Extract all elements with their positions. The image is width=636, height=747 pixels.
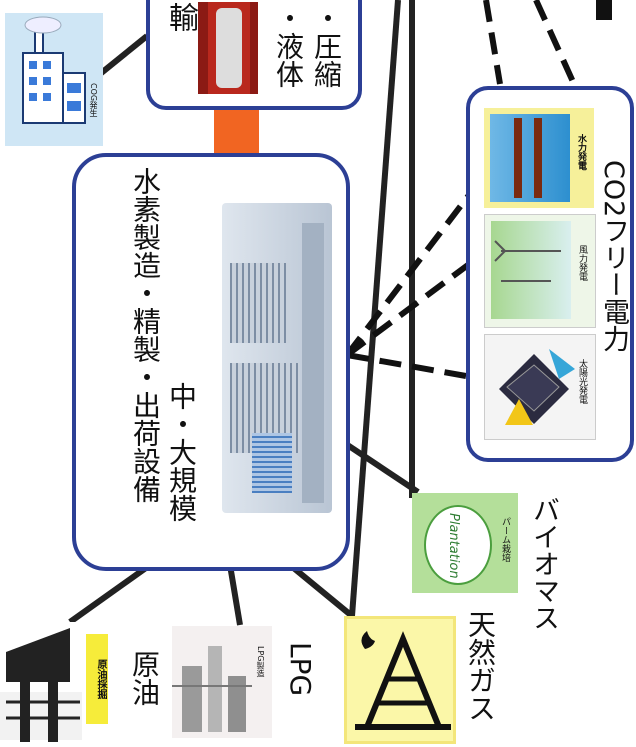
natural-gas-panel	[344, 616, 456, 744]
line-lpg	[227, 564, 243, 626]
dash-top-1	[483, 0, 503, 85]
dash-wind	[345, 259, 474, 358]
wind-panel: 風力発電	[484, 214, 596, 328]
solar-panel: 太陽光発電	[484, 334, 596, 440]
co2-free-title: CO2フリー電力	[598, 160, 629, 353]
natural-gas-label: 天然ガス	[464, 610, 497, 722]
hub-title-line1: 中・大規模	[165, 382, 198, 522]
transport-item-liquid: ・液体	[272, 4, 305, 88]
line-cog	[98, 33, 149, 77]
biomass-caption: パーム栽培	[500, 517, 510, 562]
lpg-plant-icon	[172, 646, 252, 732]
solar-caption: 太陽光発電	[577, 359, 587, 404]
co2-free-power-box: 水力発電 風力発電 太陽光発電 CO2フリー電力	[466, 86, 634, 462]
factory-icon	[22, 16, 86, 124]
tanker-image	[198, 2, 258, 94]
dash-hydro	[344, 176, 485, 357]
biomass-panel: Plantation パーム栽培	[412, 493, 518, 593]
pipe-connector	[214, 103, 259, 155]
transport-item-compressed: ・圧縮	[310, 4, 343, 88]
hydro-panel: 水力発電	[484, 108, 594, 208]
lpg-label: LPG	[284, 642, 317, 697]
hub-title-line2: 水素製造・精製・出荷設備	[129, 167, 162, 503]
line-biomass	[338, 437, 420, 495]
crude-oil-label: 原油	[128, 650, 161, 706]
wind-caption: 風力発電	[577, 245, 587, 281]
edge-fragment	[596, 0, 612, 20]
lpg-caption: LPG製造	[256, 646, 265, 678]
line-long-1	[349, 0, 401, 617]
line-gas	[288, 562, 354, 619]
oil-rig-icon	[0, 628, 82, 742]
wind-turbine-icon	[494, 240, 561, 282]
transport-title: 輸	[163, 2, 198, 32]
cog-caption: COG発生	[89, 83, 98, 118]
crude-caption: 原油採掘	[86, 634, 108, 724]
lpg-panel: LPG製造	[172, 626, 272, 738]
line-crude	[68, 562, 152, 625]
biomass-title: バイオマス	[528, 496, 559, 631]
transport-box: 輸 ・液体 ・圧縮	[146, 0, 362, 110]
dash-top-2	[533, 0, 577, 86]
crude-oil-panel: 原油採掘	[0, 622, 118, 747]
hydrogen-hub-box: 中・大規模 水素製造・精製・出荷設備	[72, 153, 350, 571]
refinery-image	[222, 203, 332, 513]
plantation-logo: Plantation	[424, 505, 492, 585]
dash-solar	[346, 352, 467, 379]
solar-icon	[499, 349, 575, 425]
cog-panel: COG発生	[5, 13, 103, 146]
hydro-caption: 水力発電	[576, 134, 586, 170]
gas-derrick-icon	[355, 631, 451, 730]
